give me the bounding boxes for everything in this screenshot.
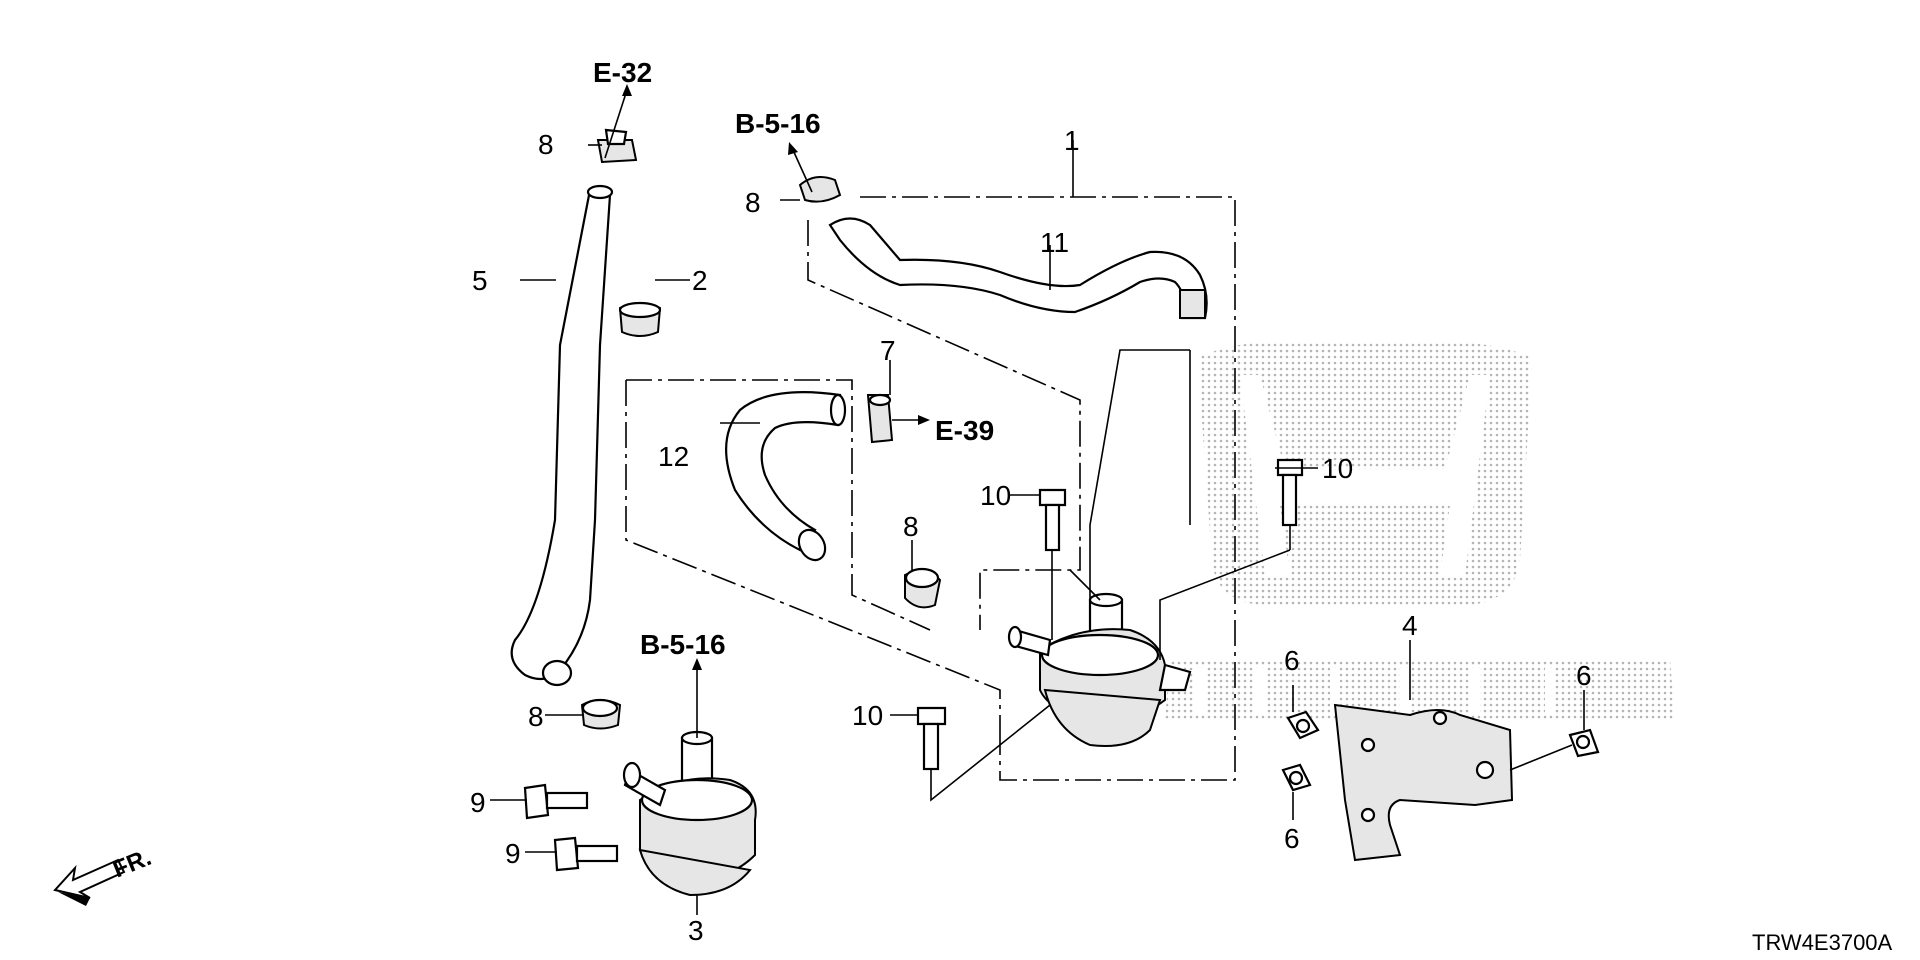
mounting-bracket-4 [1333, 703, 1514, 862]
leader-lines [490, 84, 1585, 915]
front-direction-arrow-icon [53, 858, 126, 906]
part-label-8-c: 8 [903, 511, 919, 542]
flange-bolt-10-center [1038, 488, 1067, 552]
part-label-5: 5 [472, 265, 488, 296]
hose-clamp-8-upper [780, 175, 842, 203]
part-label-7: 7 [880, 335, 896, 366]
flange-bolt-9-lower [553, 836, 619, 872]
assembly-group-outline-1 [625, 196, 1236, 781]
flange-nut-6-right [1568, 728, 1600, 758]
part-label-1: 1 [1064, 125, 1080, 156]
part-label-2: 2 [692, 265, 708, 296]
part-label-11: 11 [1040, 227, 1069, 258]
honda-watermark-logo [1165, 342, 1675, 720]
flange-nut-6-upper [1286, 710, 1320, 740]
hose-clamp-8-middle [904, 567, 942, 609]
coolant-hose-12 [725, 391, 847, 562]
ref-code-b516-top: B-5-16 [735, 108, 821, 139]
coolant-hose-11 [828, 217, 1208, 320]
part-label-6-c: 6 [1576, 660, 1592, 691]
ref-code-e32: E-32 [593, 57, 652, 88]
flange-bolt-10-lower [916, 706, 947, 771]
water-pump-3 [622, 730, 757, 897]
part-label-9-b: 9 [505, 838, 521, 869]
hose-clamp-8-lower [580, 698, 622, 730]
part-label-9-a: 9 [470, 787, 486, 818]
part-label-6-a: 6 [1284, 645, 1300, 676]
flange-nut-6-lower [1281, 763, 1312, 792]
water-pump-assembly-1 [1007, 592, 1192, 747]
part-label-8-a: 8 [538, 129, 554, 160]
part-label-8-d: 8 [528, 701, 544, 732]
ref-code-b516-bottom: B-5-16 [640, 629, 726, 660]
part-label-3: 3 [688, 915, 704, 946]
clip-2 [618, 301, 662, 337]
part-label-10-c: 10 [852, 700, 883, 731]
part-label-8-b: 8 [745, 187, 761, 218]
part-label-6-b: 6 [1284, 823, 1300, 854]
flange-bolt-9-upper [523, 783, 589, 820]
part-label-12: 12 [658, 441, 689, 472]
coolant-hose-5 [510, 184, 614, 687]
part-label-4: 4 [1402, 610, 1418, 641]
ref-code-e39: E-39 [935, 415, 994, 446]
diagram-code: TRW4E3700A [1752, 930, 1893, 955]
part-label-10-a: 10 [980, 480, 1011, 511]
front-indicator-label: FR. [109, 844, 155, 884]
hose-clamp-7 [866, 393, 894, 444]
part-label-10-b: 10 [1322, 453, 1353, 484]
